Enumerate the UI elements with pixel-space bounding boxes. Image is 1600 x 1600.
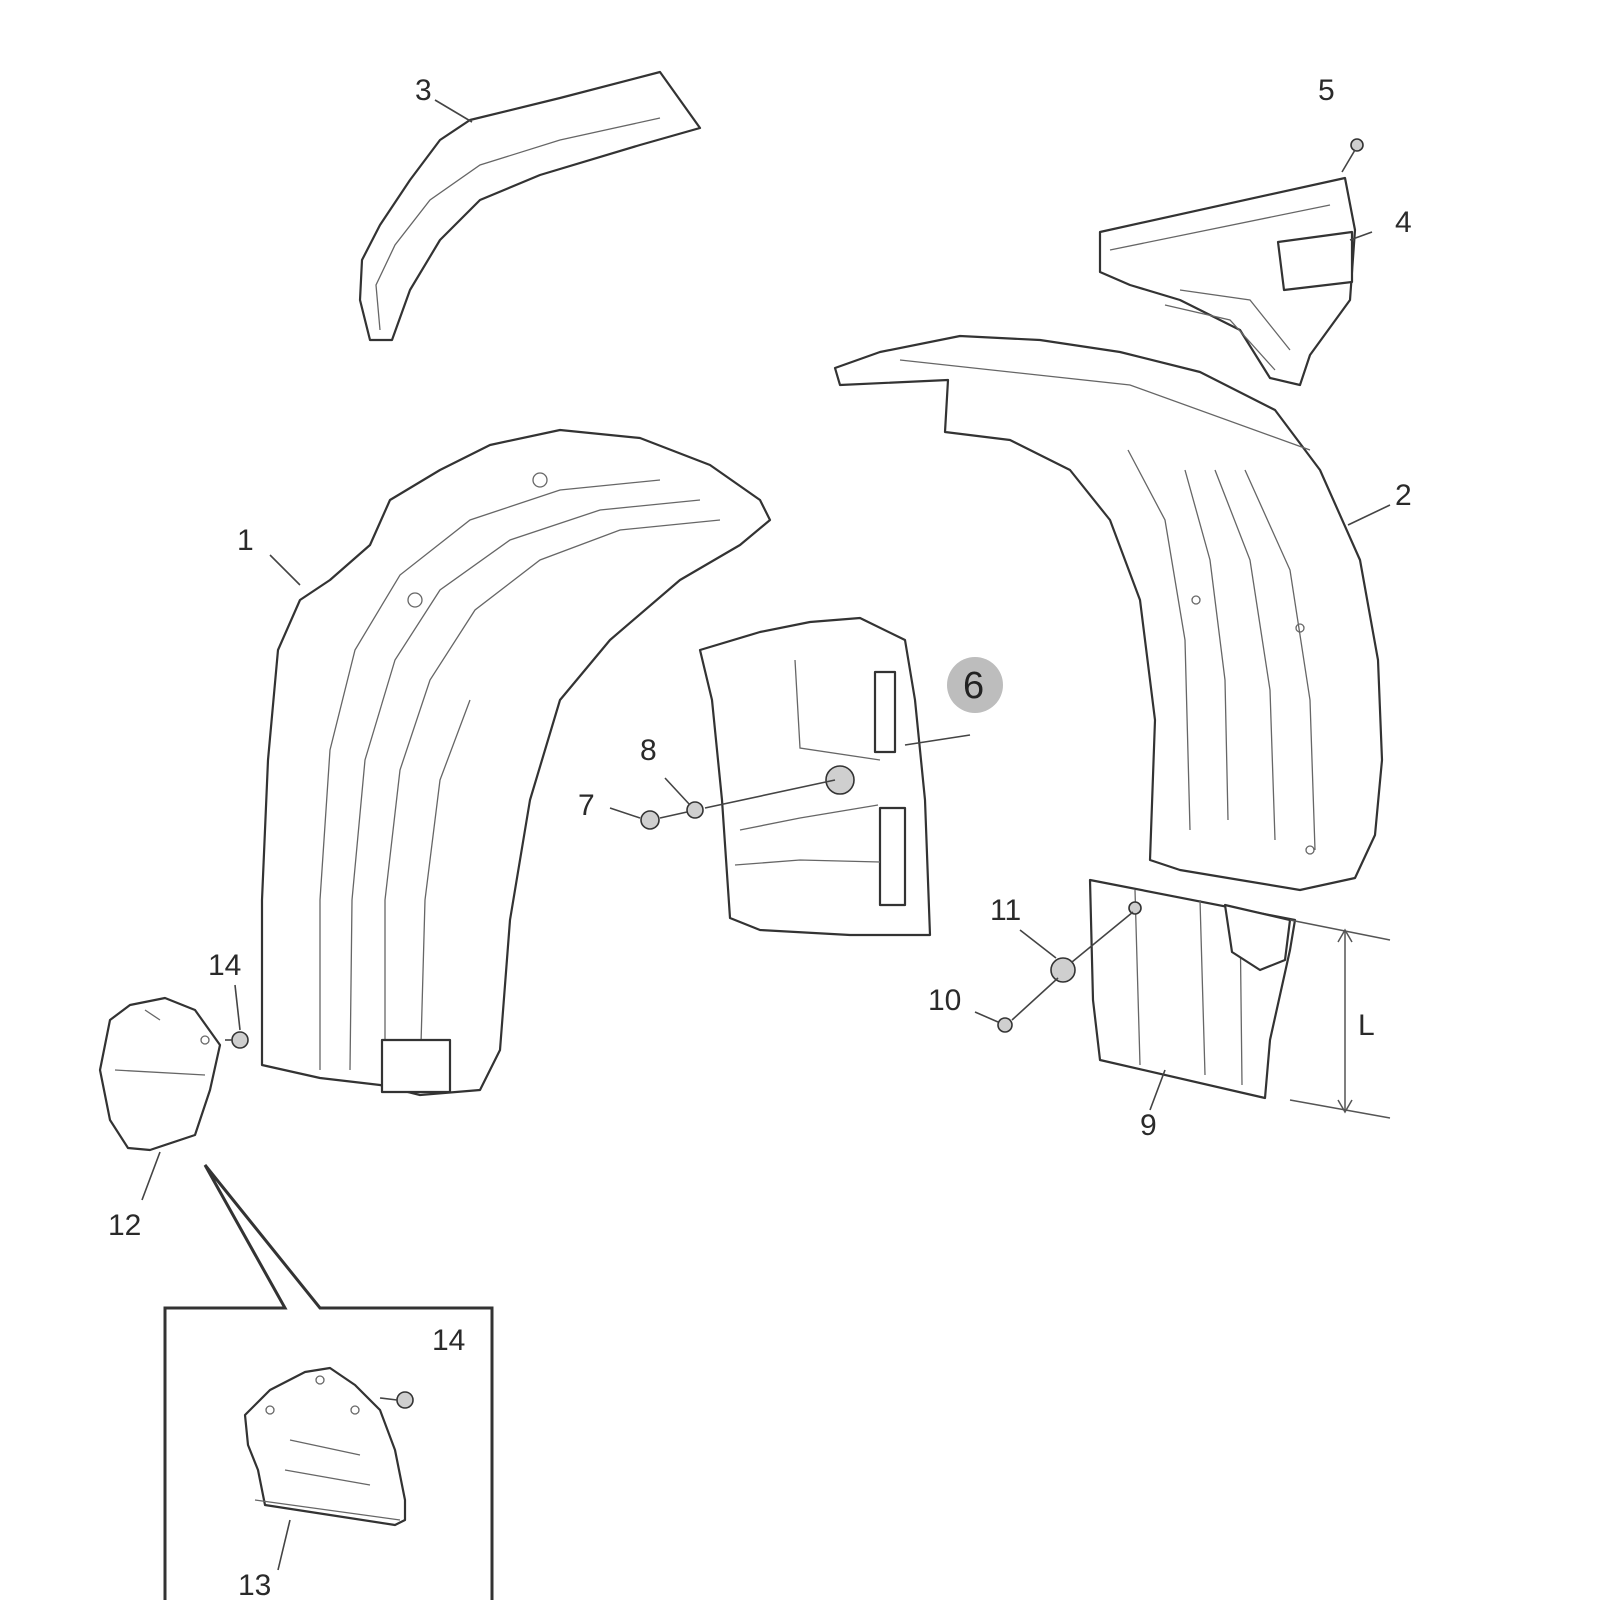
callout-9: 9 [1140,1109,1157,1142]
part-2-arch-liner [833,334,1384,892]
callout-10: 10 [928,984,961,1017]
callout-3: 3 [415,74,432,107]
part-10-screw [997,1017,1013,1033]
callout-6-highlight [947,657,1003,713]
callout-11: 11 [990,894,1021,927]
callout-5: 5 [1318,74,1335,107]
part-9-mud-flap [1088,878,1297,1100]
part-3-arch-trim [358,70,702,342]
callout-12: 12 [108,1209,141,1242]
part-11-nut [1050,957,1076,983]
inset-detail-frame [163,1164,494,1600]
part-13-bracket [243,1366,407,1527]
part-8-nut [686,801,704,819]
callout-14a: 14 [208,949,241,982]
callout-4: 4 [1395,206,1412,239]
callout-2: 2 [1395,479,1412,512]
dimension-label-l: L [1358,1009,1375,1042]
callout-14b: 14 [432,1324,465,1357]
part-4-bracket [1098,176,1357,387]
part-5-screw [1341,138,1364,173]
part-1-arch-liner [260,428,772,1097]
part-12-bracket [98,996,222,1152]
callout-1: 1 [237,524,254,557]
part-7-screw [640,810,660,830]
hardware [225,779,1134,1409]
part-14-screw-inset [396,1391,414,1409]
callout-13: 13 [238,1569,271,1600]
part-6-mud-flap [698,616,971,937]
callout-8: 8 [640,734,657,767]
callout-7: 7 [578,789,595,822]
callout-6: 6 [963,665,984,707]
dimension-l [1289,919,1391,1119]
callout-labels: 1 2 3 4 5 6 7 8 9 10 11 12 13 14 14 L [108,74,1412,1600]
callout-leaders [141,99,1391,1571]
part-14-screw [231,1031,249,1049]
